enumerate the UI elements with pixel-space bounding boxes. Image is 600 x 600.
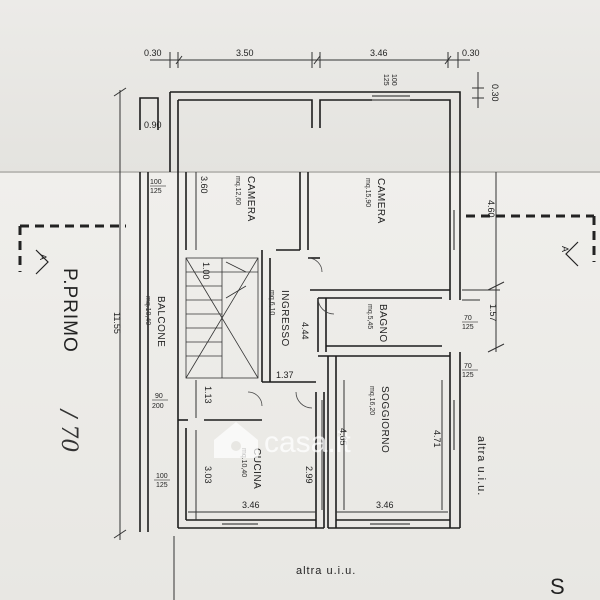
room-balcone-area: mq.10,40 <box>144 296 151 325</box>
top-window-height: 100 <box>390 74 397 86</box>
room-cucina: CUCINA mq.10,40 <box>240 448 262 489</box>
room-ingresso-name: INGRESSO <box>279 290 290 347</box>
section-marker-right: A <box>560 246 570 252</box>
left-window-2-bottom: 125 <box>156 482 168 489</box>
right-window-1-bottom: 125 <box>462 324 474 331</box>
room-balcone: BALCONE mq.10,40 <box>144 296 166 347</box>
dim-top-left-wall: 0.30 <box>144 48 162 58</box>
staircase <box>185 257 259 379</box>
room-camera-1-area: mq.12,60 <box>234 176 241 205</box>
room-camera-2-area: mq.15,90 <box>364 178 371 207</box>
casa-watermark: casa.it <box>214 422 351 459</box>
room-camera-2: CAMERA mq.15,90 <box>364 178 386 224</box>
left-dimension-chain <box>113 87 197 540</box>
room-bagno-name: BAGNO <box>377 304 388 343</box>
room-bagno-area: mq.5,45 <box>366 304 373 329</box>
dim-total-length: 11.55 <box>112 312 122 334</box>
room-soggiorno: SOGGIORNO mq.16,20 <box>368 386 390 453</box>
dim-ingresso-width: 1.37 <box>276 370 294 380</box>
dim-ingresso-length: 4.44 <box>300 322 310 340</box>
dim-bottom-left: 3.46 <box>242 500 260 510</box>
room-cucina-area: mq.10,40 <box>240 448 247 477</box>
right-window-2-top: 70 <box>464 363 472 370</box>
dim-top-right-vertical: 0.30 <box>490 84 500 102</box>
left-window-2-top: 100 <box>156 473 168 480</box>
dim-cucina-inner: 2.99 <box>304 466 314 484</box>
section-marker-left: A <box>38 254 48 260</box>
dim-soggiorno-depth-b: 4.71 <box>432 430 442 448</box>
room-balcone-name: BALCONE <box>155 296 166 347</box>
section-arrows <box>35 241 579 275</box>
dim-stair-width: 1.00 <box>201 262 211 280</box>
left-window-1-bottom: 125 <box>150 188 162 195</box>
dim-top-right-wall: 0.30 <box>462 48 480 58</box>
room-ingresso-area: mq.6,10 <box>268 290 275 315</box>
door-swings <box>247 257 335 409</box>
room-camera-1: CAMERA mq.12,60 <box>234 176 256 222</box>
other-unit-bottom: altra u.i.u. <box>296 565 356 577</box>
room-soggiorno-name: SOGGIORNO <box>379 386 390 453</box>
house-icon-door <box>231 441 241 451</box>
right-window-2-bottom: 125 <box>462 372 474 379</box>
dim-cucina-depth: 3.03 <box>203 466 213 484</box>
dim-bottom-right: 3.46 <box>376 500 394 510</box>
section-lines <box>18 214 596 272</box>
upper-paper-sheet <box>0 0 600 172</box>
other-unit-right: altra u.i.u. <box>475 436 487 496</box>
upper-walls <box>139 91 461 172</box>
dim-top-room1: 3.50 <box>236 48 254 58</box>
room-soggiorno-area: mq.16,20 <box>368 386 375 415</box>
room-camera-1-name: CAMERA <box>245 176 256 222</box>
lower-walls <box>139 172 461 532</box>
top-window-sill: 125 <box>382 74 389 86</box>
dim-top-room2: 3.46 <box>370 48 388 58</box>
house-icon <box>214 422 258 458</box>
corner-text: S <box>550 574 565 599</box>
dim-right-upper: 4.60 <box>486 200 496 218</box>
right-window-1-top: 70 <box>464 315 472 322</box>
top-window-fraction: 100 125 <box>382 74 397 86</box>
room-ingresso: INGRESSO mq.6,10 <box>268 290 290 347</box>
left-window-1-top: 100 <box>150 179 162 186</box>
floor-label: P.PRIMO <box>59 268 80 353</box>
left-door-bottom: 200 <box>152 403 164 410</box>
right-dimension-chain <box>321 172 505 510</box>
room-cucina-name: CUCINA <box>251 448 262 489</box>
dim-balcony-depth: 0.90 <box>144 120 162 130</box>
dim-camera1-depth: 3.60 <box>199 176 209 194</box>
left-door-top: 90 <box>155 393 163 400</box>
top-dimension-chain <box>150 52 484 108</box>
watermark-text: casa.it <box>264 426 351 459</box>
room-bagno: BAGNO mq.5,45 <box>366 304 388 343</box>
dim-soggiorno-depth-a: 4.65 <box>338 428 348 446</box>
scale-note: ∕ 70 <box>56 408 81 452</box>
room-camera-2-name: CAMERA <box>375 178 386 224</box>
dim-right-middle: 1.57 <box>488 304 498 322</box>
dim-stair-landing: 1.13 <box>203 386 213 404</box>
